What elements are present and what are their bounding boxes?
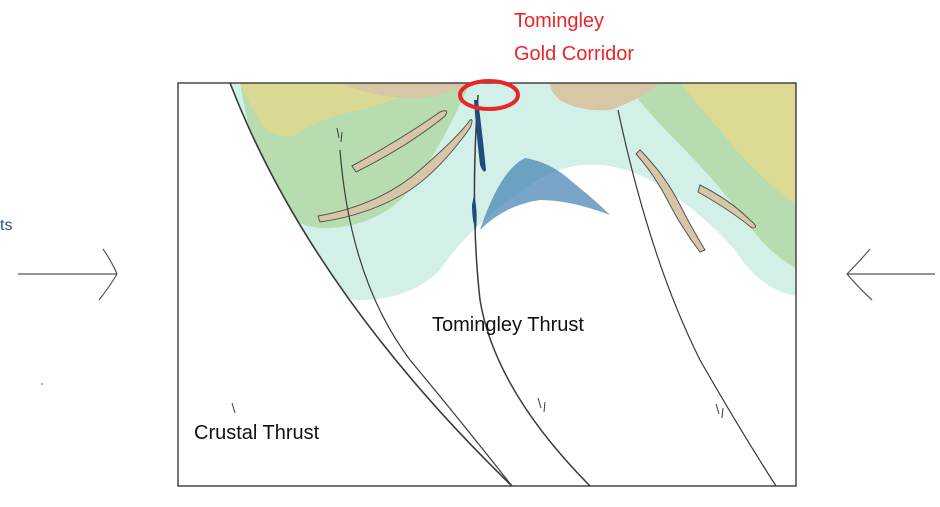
corridor-label-line1: Tomingley (514, 9, 604, 33)
speck (41, 383, 43, 385)
left-partial-label: ts (0, 216, 12, 236)
right-pointing-arrow-icon (18, 249, 117, 300)
tomingley-thrust-label: Tomingley Thrust (432, 313, 584, 337)
corridor-label-line2: Gold Corridor (514, 42, 634, 66)
left-pointing-arrow-icon (847, 249, 935, 300)
crustal-thrust-label: Crustal Thrust (194, 421, 319, 445)
